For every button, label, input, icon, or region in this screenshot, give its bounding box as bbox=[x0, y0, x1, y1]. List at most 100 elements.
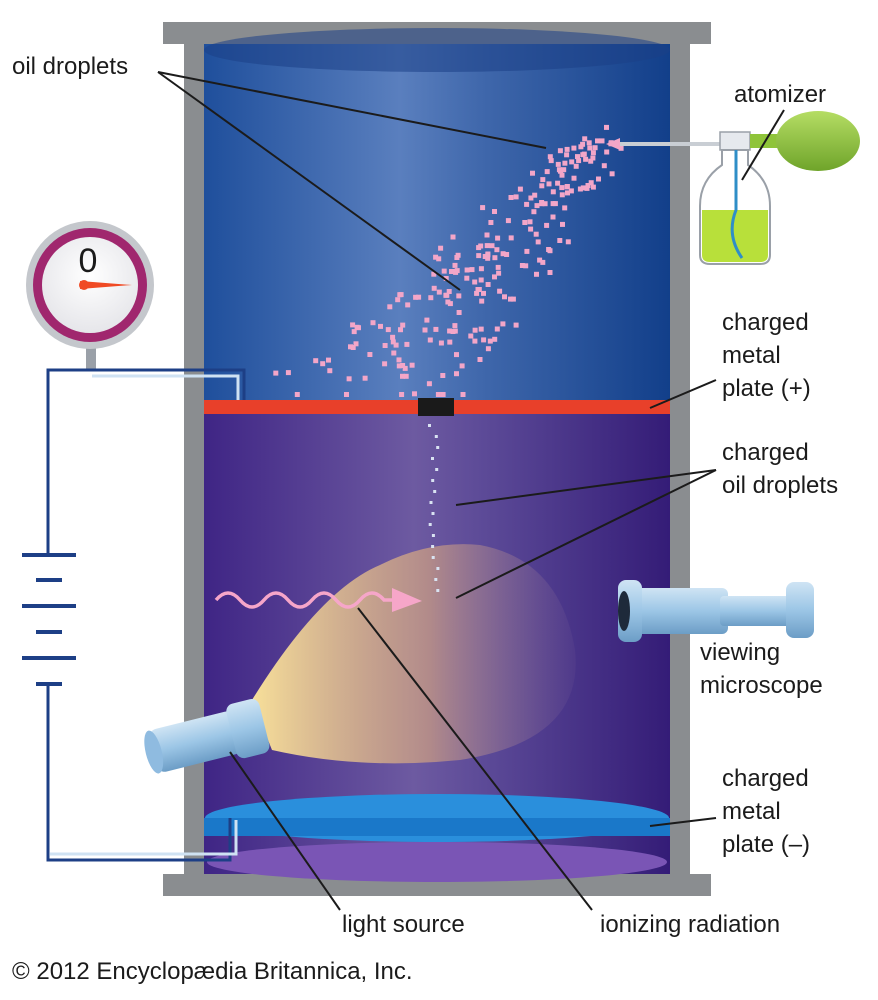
oil-droplet bbox=[588, 180, 594, 186]
oil-droplet bbox=[492, 209, 497, 214]
positive-plate-label: charged metal plate (+) bbox=[722, 306, 811, 405]
oil-droplet bbox=[403, 373, 409, 379]
oil-droplet bbox=[528, 226, 534, 232]
oil-droplet bbox=[396, 357, 402, 363]
oil-droplet bbox=[391, 350, 397, 356]
charged-oil-droplet bbox=[434, 578, 438, 581]
oil-droplet bbox=[440, 373, 446, 378]
oil-droplet bbox=[494, 247, 500, 253]
charged-oil-droplet bbox=[435, 468, 439, 471]
oil-droplet bbox=[550, 214, 556, 220]
oil-droplet bbox=[523, 263, 529, 269]
oil-droplet bbox=[555, 161, 561, 167]
oil-droplet bbox=[481, 337, 487, 343]
oil-droplet bbox=[416, 294, 422, 300]
oil-droplet bbox=[454, 255, 460, 260]
oil-droplet bbox=[478, 326, 484, 332]
oil-droplet bbox=[468, 333, 474, 339]
charged-oil-droplet bbox=[434, 435, 438, 438]
viewing-microscope-label-line-2: microscope bbox=[700, 672, 823, 699]
oil-droplet bbox=[517, 186, 523, 192]
oil-droplet bbox=[533, 231, 539, 237]
oil-droplet bbox=[481, 290, 486, 296]
oil-droplet bbox=[326, 357, 331, 363]
light-source-tube bbox=[144, 698, 270, 774]
oil-droplet bbox=[497, 288, 503, 294]
oil-droplet bbox=[446, 289, 452, 294]
oil-droplet bbox=[537, 257, 543, 263]
oil-droplet bbox=[447, 328, 453, 334]
oil-droplet bbox=[508, 235, 514, 241]
oil-droplet bbox=[454, 371, 459, 377]
oil-droplet bbox=[550, 189, 556, 195]
oil-droplet bbox=[577, 186, 583, 192]
oil-droplet bbox=[320, 361, 326, 367]
oil-droplet bbox=[480, 205, 486, 211]
charged-oil-droplet bbox=[428, 424, 431, 427]
oil-droplet bbox=[433, 254, 439, 260]
oil-droplet bbox=[544, 169, 550, 175]
oil-droplet bbox=[547, 270, 553, 275]
oil-droplet bbox=[433, 326, 439, 332]
oil-droplet bbox=[452, 262, 458, 268]
oil-droplet bbox=[382, 343, 388, 348]
oil-droplet bbox=[559, 192, 565, 198]
oil-droplet bbox=[451, 269, 457, 274]
oil-droplet bbox=[508, 296, 513, 302]
charged-oil-droplet bbox=[431, 479, 435, 482]
oil-droplet bbox=[385, 327, 391, 333]
oil-droplet bbox=[459, 363, 465, 369]
plate-hole bbox=[418, 398, 454, 416]
oil-droplet bbox=[412, 391, 417, 397]
oil-droplet bbox=[590, 155, 596, 161]
negative-plate-label: charged metal plate (–) bbox=[722, 762, 810, 861]
oil-droplet bbox=[426, 381, 432, 387]
oil-droplet bbox=[456, 293, 462, 299]
oil-droplet bbox=[500, 321, 506, 327]
viewing-microscope-label: viewing microscope bbox=[700, 636, 823, 702]
oil-droplet bbox=[431, 271, 437, 277]
oil-droplet bbox=[524, 201, 530, 207]
oil-droplet bbox=[584, 185, 590, 191]
oil-droplet bbox=[604, 124, 609, 130]
oil-droplet bbox=[590, 184, 596, 190]
oil-droplet bbox=[534, 203, 540, 209]
light-source-label: light source bbox=[342, 911, 465, 938]
oil-droplet bbox=[489, 243, 495, 249]
oil-droplet bbox=[513, 322, 519, 328]
oil-droplet bbox=[528, 195, 534, 201]
oil-droplet bbox=[559, 172, 565, 178]
oil-droplet bbox=[562, 160, 568, 166]
oil-droplet bbox=[477, 357, 483, 362]
oil-droplet bbox=[601, 163, 607, 169]
ionizing-radiation-label: ionizing radiation bbox=[600, 911, 781, 938]
oil-droplet bbox=[492, 255, 498, 261]
charged-oil-droplet bbox=[431, 556, 435, 559]
oil-droplet bbox=[351, 329, 357, 335]
oil-droplet bbox=[464, 267, 470, 273]
negative-plate-label-line-1: charged bbox=[722, 765, 809, 792]
oil-droplet bbox=[569, 159, 575, 165]
oil-droplet bbox=[492, 336, 498, 342]
oil-droplet bbox=[398, 292, 404, 298]
electrometer-gauge: 0 bbox=[26, 221, 154, 370]
oil-droplet bbox=[540, 177, 546, 183]
oil-droplet bbox=[399, 392, 405, 397]
oil-droplet bbox=[472, 279, 478, 285]
oil-droplet bbox=[573, 163, 579, 169]
oil-droplet bbox=[568, 188, 574, 194]
oil-droplet bbox=[561, 167, 567, 173]
oil-droplet bbox=[400, 363, 406, 368]
oil-droplet bbox=[609, 171, 615, 177]
upper-chamber bbox=[204, 28, 670, 402]
oil-droplet bbox=[504, 252, 510, 257]
label-leader-lines bbox=[157, 71, 785, 911]
charged-oil-droplet bbox=[433, 490, 437, 493]
ionizing-radiation-wave bbox=[214, 588, 422, 612]
oil-droplet bbox=[441, 268, 447, 274]
oil-droplet bbox=[556, 167, 562, 173]
oil-droplet bbox=[552, 201, 558, 207]
oil-droplet bbox=[400, 322, 406, 328]
oil-droplet bbox=[599, 138, 605, 144]
oil-droplet bbox=[530, 170, 535, 176]
